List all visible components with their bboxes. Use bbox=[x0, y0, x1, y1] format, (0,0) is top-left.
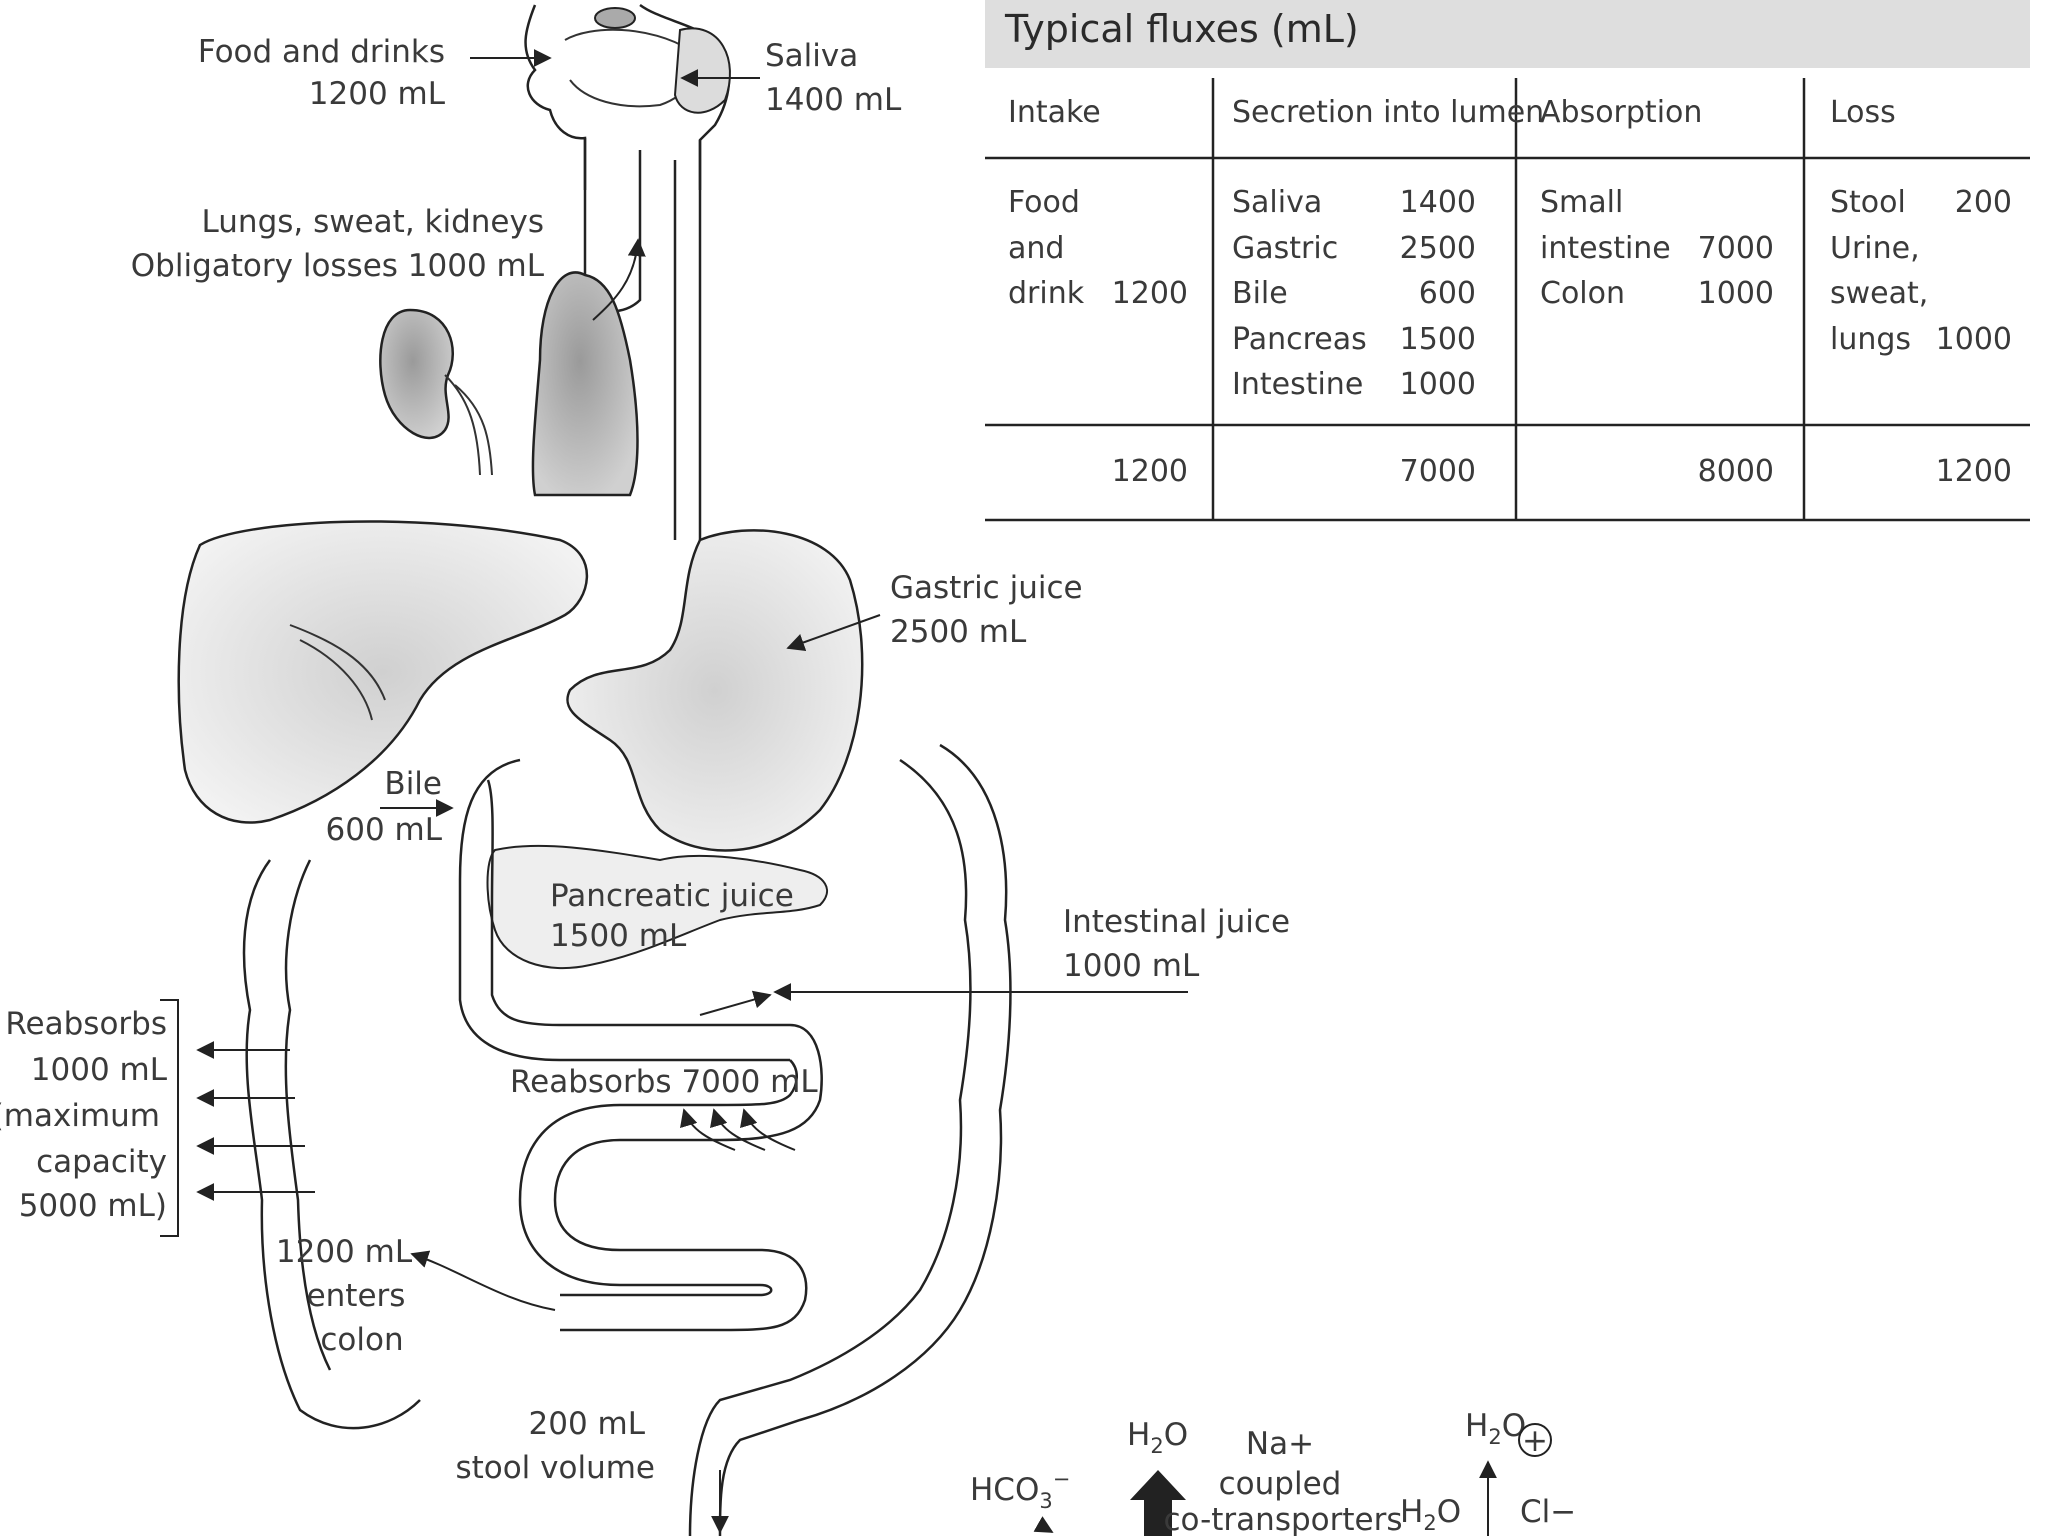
total-secretion: 7000 bbox=[1400, 454, 1476, 489]
secretion-name-2: Bile bbox=[1232, 276, 1288, 311]
h2o-label-a: H2O bbox=[1127, 1417, 1188, 1458]
pancreatic-label-line1: Pancreatic juice bbox=[550, 878, 794, 914]
enters-colon-line2: enters bbox=[307, 1278, 406, 1314]
lungs-label-line1: Lungs, sweat, kidneys bbox=[202, 204, 544, 240]
pancreas bbox=[486, 844, 829, 970]
absorption-name-1: intestine bbox=[1540, 231, 1671, 266]
loss-name-3: lungs bbox=[1830, 322, 1911, 357]
secretion-name-1: Gastric bbox=[1232, 231, 1338, 266]
hco3-label: HCO3− bbox=[970, 1467, 1070, 1513]
stool-label-line1: 200 mL bbox=[529, 1406, 646, 1442]
total-loss: 1200 bbox=[1936, 454, 2012, 489]
enters-colon-line3: colon bbox=[320, 1322, 403, 1358]
loss-name-2: sweat, bbox=[1830, 276, 1928, 311]
header-secretion: Secretion into lumen bbox=[1232, 95, 1544, 130]
absorption-value-2: 1000 bbox=[1698, 276, 1774, 311]
lungs-label-line2: Obligatory losses 1000 mL bbox=[131, 248, 545, 284]
intestinal-label-line1: Intestinal juice bbox=[1063, 904, 1290, 940]
colon-reabsorb-line5: 5000 mL) bbox=[19, 1188, 167, 1224]
flow-arrow-duodenum bbox=[699, 990, 772, 1016]
intake-value: 1200 bbox=[1112, 276, 1188, 311]
header-loss: Loss bbox=[1830, 95, 1896, 130]
gastric-arrow bbox=[786, 614, 881, 652]
duodenum bbox=[458, 758, 790, 1062]
h2o-label-c: H2O bbox=[1465, 1408, 1526, 1449]
h2o-label-b: H2O bbox=[1400, 1494, 1461, 1535]
absorption-name-2: Colon bbox=[1540, 276, 1625, 311]
pancreatic-label-line2: 1500 mL bbox=[550, 918, 687, 954]
intestinal-label-line2: 1000 mL bbox=[1063, 948, 1200, 984]
colon-reabsorb-line4: capacity bbox=[36, 1144, 167, 1180]
header-intake: Intake bbox=[1008, 95, 1101, 130]
secretion-value-1: 2500 bbox=[1400, 231, 1476, 266]
colon-reabsorb-line3: (maximum bbox=[0, 1098, 160, 1134]
loss-value-0: 200 bbox=[1955, 185, 2012, 220]
na-coupled-line2: coupled bbox=[1219, 1466, 1342, 1502]
loss-name-1: Urine, bbox=[1830, 231, 1920, 266]
secretion-value-4: 1000 bbox=[1400, 367, 1476, 402]
fluxes-table: Typical fluxes (mL) Intake Secretion int… bbox=[985, 0, 2030, 522]
saliva-label-line2: 1400 mL bbox=[765, 82, 902, 118]
colon-reabsorb-line2: 1000 mL bbox=[31, 1052, 168, 1088]
intake-line3: drink bbox=[1008, 276, 1085, 311]
loss-value-3: 1000 bbox=[1936, 322, 2012, 357]
food-label-line1: Food and drinks bbox=[198, 34, 445, 70]
secretion-value-3: 1500 bbox=[1400, 322, 1476, 357]
table-title: Typical fluxes (mL) bbox=[1004, 7, 1359, 51]
plus-circle-icon bbox=[1518, 1423, 1552, 1457]
cl-label: Cl− bbox=[1520, 1494, 1576, 1530]
h2o-block-arrow bbox=[1130, 1470, 1186, 1536]
saliva-label-line1: Saliva bbox=[765, 38, 858, 74]
gastric-label-line1: Gastric juice bbox=[890, 570, 1083, 606]
secretion-name-4: Intestine bbox=[1232, 367, 1363, 402]
hco3-arrow bbox=[1033, 1516, 1054, 1533]
bile-label-line2: 600 mL bbox=[326, 812, 443, 848]
absorption-name-0: Small bbox=[1540, 185, 1623, 220]
intake-line2: and bbox=[1008, 231, 1064, 266]
kidney bbox=[379, 308, 493, 476]
colon bbox=[242, 743, 1012, 1536]
colon-bracket bbox=[160, 999, 179, 1237]
bile-label-line1: Bile bbox=[384, 766, 442, 802]
diagram-labels: Food and drinks 1200 mL Saliva 1400 mL L… bbox=[0, 34, 1290, 1486]
plus-sign: + bbox=[1522, 1423, 1548, 1459]
header-absorption: Absorption bbox=[1540, 95, 1702, 130]
na-coupled-line1: Na+ bbox=[1246, 1426, 1314, 1462]
secretion-value-2: 600 bbox=[1419, 276, 1476, 311]
reabsorb-small-arrow-2 bbox=[710, 1108, 766, 1151]
reabsorb-small-arrow-1 bbox=[680, 1108, 736, 1151]
stomach bbox=[566, 529, 864, 852]
colon-reabsorb-line1: Reabsorbs bbox=[5, 1006, 167, 1042]
intake-line1: Food bbox=[1008, 185, 1080, 220]
reabsorb-small-arrow-3 bbox=[740, 1108, 796, 1151]
reabsorbs-small-label: Reabsorbs 7000 mL bbox=[510, 1064, 818, 1100]
flow-arrows bbox=[160, 49, 1188, 1534]
enters-colon-arrow bbox=[410, 1250, 556, 1311]
transport-sketch: HCO3− H2O Na+ coupled co-transporters H2… bbox=[970, 1408, 1576, 1536]
anatomy-illustration bbox=[160, 3, 1188, 1536]
loss-name-0: Stool bbox=[1830, 185, 1906, 220]
stool-label-line2: stool volume bbox=[455, 1450, 655, 1486]
enters-colon-line1: 1200 mL bbox=[276, 1234, 413, 1270]
liver bbox=[177, 520, 589, 824]
secretion-value-0: 1400 bbox=[1400, 185, 1476, 220]
total-absorption: 8000 bbox=[1698, 454, 1774, 489]
gastric-label-line2: 2500 mL bbox=[890, 614, 1027, 650]
lung bbox=[531, 271, 639, 497]
na-coupled-line3: co-transporters bbox=[1164, 1502, 1403, 1536]
absorption-value-1: 7000 bbox=[1698, 231, 1774, 266]
table-title-bar bbox=[985, 0, 2030, 68]
lung-loss-arrow bbox=[592, 238, 646, 321]
secretion-name-0: Saliva bbox=[1232, 185, 1322, 220]
total-intake: 1200 bbox=[1112, 454, 1188, 489]
secretion-name-3: Pancreas bbox=[1232, 322, 1367, 357]
small-intestine bbox=[518, 1023, 823, 1332]
food-label-line2: 1200 mL bbox=[309, 76, 446, 112]
